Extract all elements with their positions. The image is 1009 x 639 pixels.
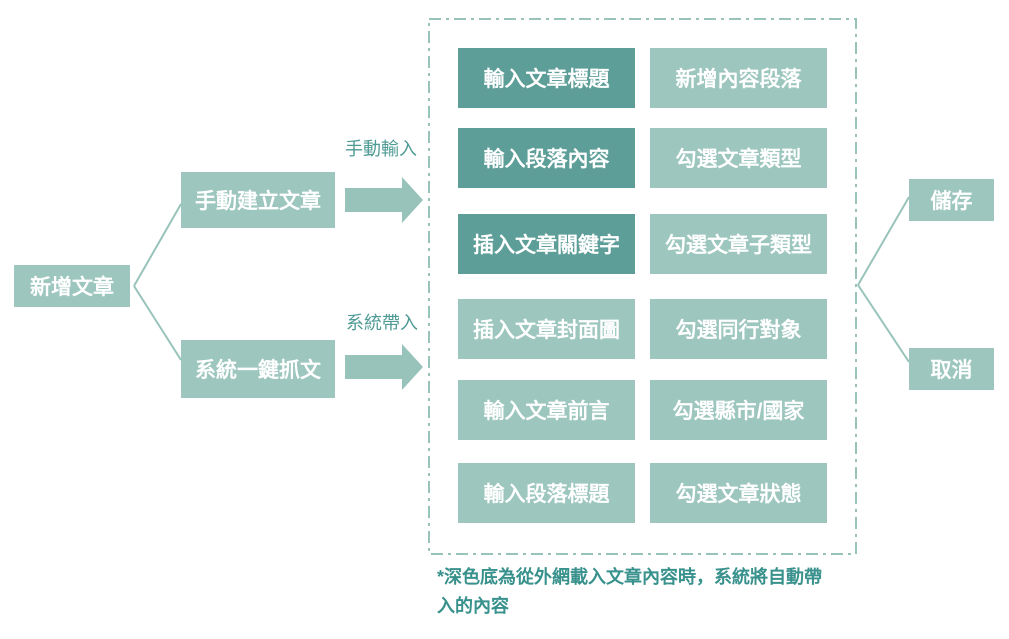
footnote-line-1: *深色底為從外網載入文章內容時，系統將自動帶: [437, 567, 823, 587]
node-save: 儲存: [909, 179, 994, 221]
branch-line-right-top: [857, 196, 910, 286]
system-import-arrow-icon: [345, 344, 423, 390]
field-paragraph-content: 輸入段落內容: [458, 128, 635, 188]
field-check-article-type: 勾選文章類型: [650, 128, 827, 188]
node-system-one-click-fetch: 系統一鍵抓文: [181, 340, 335, 398]
form-fields-container-border: [428, 18, 857, 555]
branch-line-left-bottom: [133, 285, 182, 361]
footnote-line-2: 入的內容: [437, 596, 509, 616]
branch-line-left-top: [133, 203, 182, 287]
footnote-text: *深色底為從外網載入文章內容時，系統將自動帶 入的內容: [437, 563, 887, 621]
field-article-cover-image: 插入文章封面圖: [458, 299, 635, 359]
field-article-keywords: 插入文章關鍵字: [458, 214, 635, 274]
field-article-intro: 輸入文章前言: [458, 380, 635, 440]
node-manual-create-article: 手動建立文章: [181, 172, 335, 228]
field-paragraph-title: 輸入段落標題: [458, 463, 635, 523]
field-check-article-subtype: 勾選文章子類型: [650, 214, 827, 274]
field-check-article-status: 勾選文章狀態: [650, 463, 827, 523]
field-check-peer-target: 勾選同行對象: [650, 299, 827, 359]
label-system-import: 系統帶入: [346, 313, 418, 333]
field-add-content-paragraph: 新增內容段落: [650, 48, 827, 108]
node-cancel: 取消: [909, 348, 994, 390]
node-add-article: 新增文章: [14, 265, 130, 307]
branch-line-right-bottom: [857, 284, 910, 363]
field-check-city-country: 勾選縣市/國家: [650, 380, 827, 440]
field-article-title: 輸入文章標題: [458, 48, 635, 108]
manual-input-arrow-icon: [345, 177, 423, 223]
label-manual-input: 手動輸入: [345, 139, 417, 159]
